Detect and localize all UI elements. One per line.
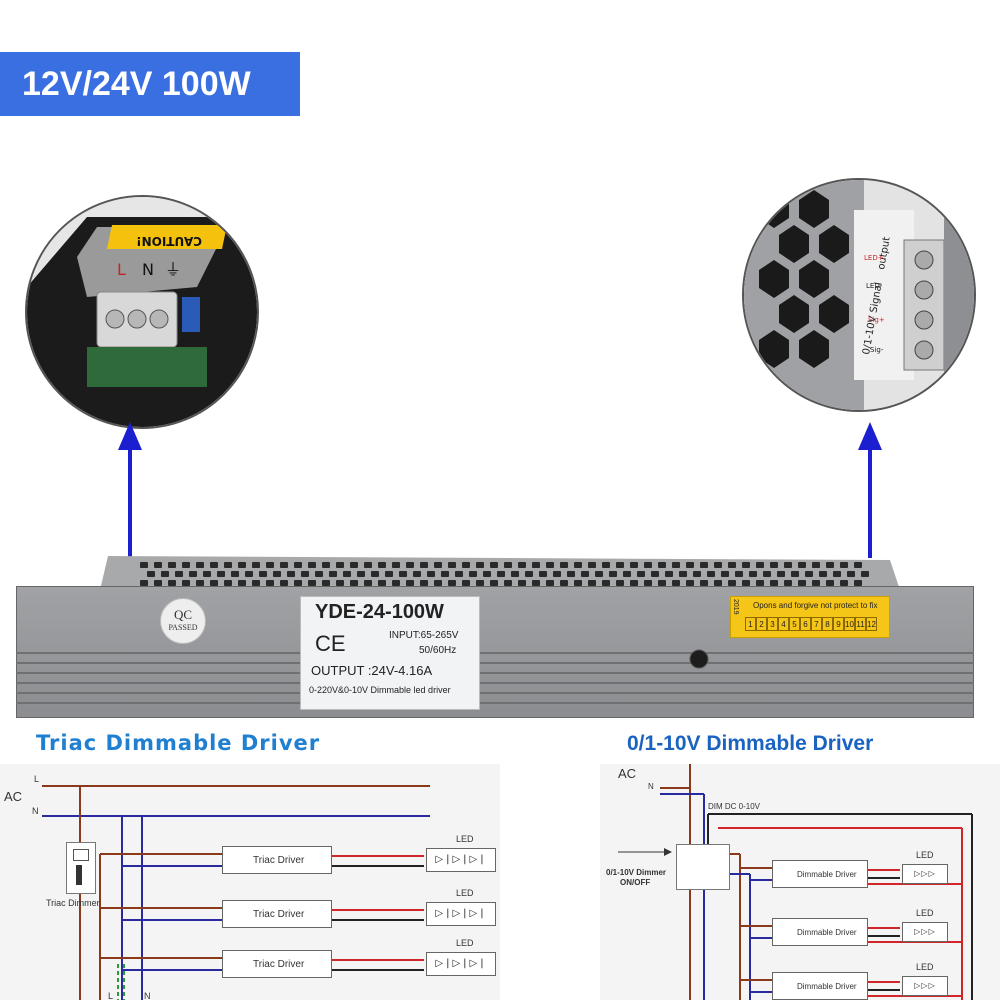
led-label: LED	[916, 850, 934, 860]
led-label: LED	[456, 938, 474, 948]
triac-section-title: Triac Dimmable Driver	[36, 731, 321, 755]
qc-passed-text: PASSED	[168, 623, 198, 632]
psu-rib	[16, 692, 974, 694]
led-strip: ▷|▷|▷|	[426, 848, 496, 872]
warranty-number: 8	[822, 617, 833, 631]
dimmer-switch-box	[676, 844, 730, 890]
driver-description: 0-220V&0-10V Dimmable led driver	[309, 685, 451, 695]
dimmer-label-1: 0/1-10V Dimmer	[606, 868, 667, 877]
pin-led-minus: LED-	[866, 282, 883, 290]
dimmable-driver-label: Dimmable Driver	[797, 870, 857, 879]
dimmable-wiring-lines	[618, 764, 973, 1000]
warranty-number: 2	[756, 617, 767, 631]
dimmable-driver-label: Dimmable Driver	[797, 982, 857, 991]
zoom-circle-output-terminal: 0/1-10V Signal output LED+ LED- Sig+ Sig…	[742, 178, 976, 412]
terminal-n-label: N	[142, 260, 154, 279]
caution-text: CAUTION!	[136, 234, 202, 248]
warranty-number: 9	[833, 617, 844, 631]
led-strip: ▷▷▷	[902, 922, 948, 942]
arrow-up-left-icon	[118, 422, 142, 558]
led-strip: ▷|▷|▷|	[426, 902, 496, 926]
led-label: LED	[916, 962, 934, 972]
pin-sig-plus: Sig+	[868, 316, 885, 324]
warranty-number: 10	[844, 617, 855, 631]
ce-mark: CE	[315, 631, 346, 656]
badge-text: 12V/24V 100W	[22, 64, 251, 103]
warranty-number: 6	[800, 617, 811, 631]
triac-driver-box: Triac Driver	[222, 846, 332, 874]
model-number: YDE-24-100W	[315, 601, 444, 623]
output-spec: OUTPUT :24V-4.16A	[311, 663, 433, 678]
psu-top-plate	[100, 556, 900, 590]
line-l-label: L	[34, 774, 40, 784]
dim-dc-label: DIM DC 0-10V	[708, 802, 761, 811]
led-strip: ▷▷▷	[902, 976, 948, 996]
output-terminal-photo: 0/1-10V Signal output LED+ LED- Sig+ Sig…	[744, 180, 974, 410]
psu-rib	[16, 702, 974, 704]
warranty-year: 2019	[732, 599, 739, 615]
triac-driver-label: Triac Driver	[253, 959, 305, 970]
terminal-ground-label: ⏚	[165, 260, 181, 279]
warranty-sticker: Opons and forgive not protect to fix 201…	[730, 596, 890, 638]
led-strip: ▷|▷|▷|	[426, 952, 496, 976]
dimmable-driver-box: Dimmable Driver	[772, 860, 868, 888]
triac-driver-label: Triac Driver	[253, 855, 305, 866]
model-label: YDE-24-100W CE INPUT:65-265V 50/60Hz OUT…	[300, 596, 480, 710]
psu-rib	[16, 682, 974, 684]
triac-dimmer-label: Triac Dimmer	[46, 898, 100, 908]
led-label: LED	[456, 888, 474, 898]
potentiometer-knob	[689, 649, 709, 669]
warranty-number: 4	[778, 617, 789, 631]
warranty-text: Opons and forgive not protect to fix	[753, 601, 878, 610]
led-label: LED	[916, 908, 934, 918]
warranty-number: 7	[811, 617, 822, 631]
dimmable-driver-box: Dimmable Driver	[772, 918, 868, 946]
led-strip: ▷▷▷	[902, 864, 948, 884]
dimmable-driver-box: Dimmable Driver	[772, 972, 868, 1000]
pin-sig-minus: Sig-	[870, 346, 884, 354]
freq-spec: 50/60Hz	[419, 645, 457, 656]
dimmable-driver-label: Dimmable Driver	[797, 928, 857, 937]
dimmable-wiring-diagram: AC N DIM DC 0-10V 0/1-10V Dimmer ON/OFF …	[600, 764, 1000, 1000]
qc-passed-sticker: QC PASSED	[160, 598, 206, 644]
warranty-number: 5	[789, 617, 800, 631]
arrow-up-right-icon	[858, 422, 882, 558]
triac-driver-box: Triac Driver	[222, 950, 332, 978]
bottom-l-label: L	[108, 991, 114, 1001]
pin-led-plus: LED+	[864, 254, 884, 262]
warranty-number: 1	[745, 617, 756, 631]
warranty-number: 3	[767, 617, 778, 631]
warranty-number: 11	[855, 617, 866, 631]
ac-label: AC	[4, 789, 23, 804]
bottom-n-label: N	[144, 991, 151, 1001]
zoom-circle-input-terminal: CAUTION! L N ⏚	[25, 195, 259, 429]
psu-rib	[16, 672, 974, 674]
input-spec: INPUT:65-265V	[389, 630, 459, 641]
triac-driver-label: Triac Driver	[253, 909, 305, 920]
ac-label-right: AC	[618, 766, 637, 781]
line-n-label: N	[32, 806, 39, 816]
dimmable-section-title: 0/1-10V Dimmable Driver	[627, 732, 874, 755]
input-terminal-photo: CAUTION! L N ⏚	[27, 197, 257, 427]
psu-rib	[16, 662, 974, 664]
warranty-number: 12	[866, 617, 877, 631]
product-badge: 12V/24V 100W	[0, 52, 300, 116]
dimmer-label-2: ON/OFF	[620, 878, 651, 887]
terminal-l-label: L	[117, 260, 126, 279]
line-n-label-right: N	[648, 782, 654, 791]
psu-rib	[16, 652, 974, 654]
qc-text: QC	[173, 607, 193, 622]
led-label: LED	[456, 834, 474, 844]
triac-wiring-diagram: AC L N Triac Dimmer L N Triac Driver ▷|▷|…	[0, 764, 500, 1001]
triac-driver-box: Triac Driver	[222, 900, 332, 928]
triac-wiring-lines	[42, 785, 430, 1000]
triac-dimmer-switch	[66, 842, 96, 894]
